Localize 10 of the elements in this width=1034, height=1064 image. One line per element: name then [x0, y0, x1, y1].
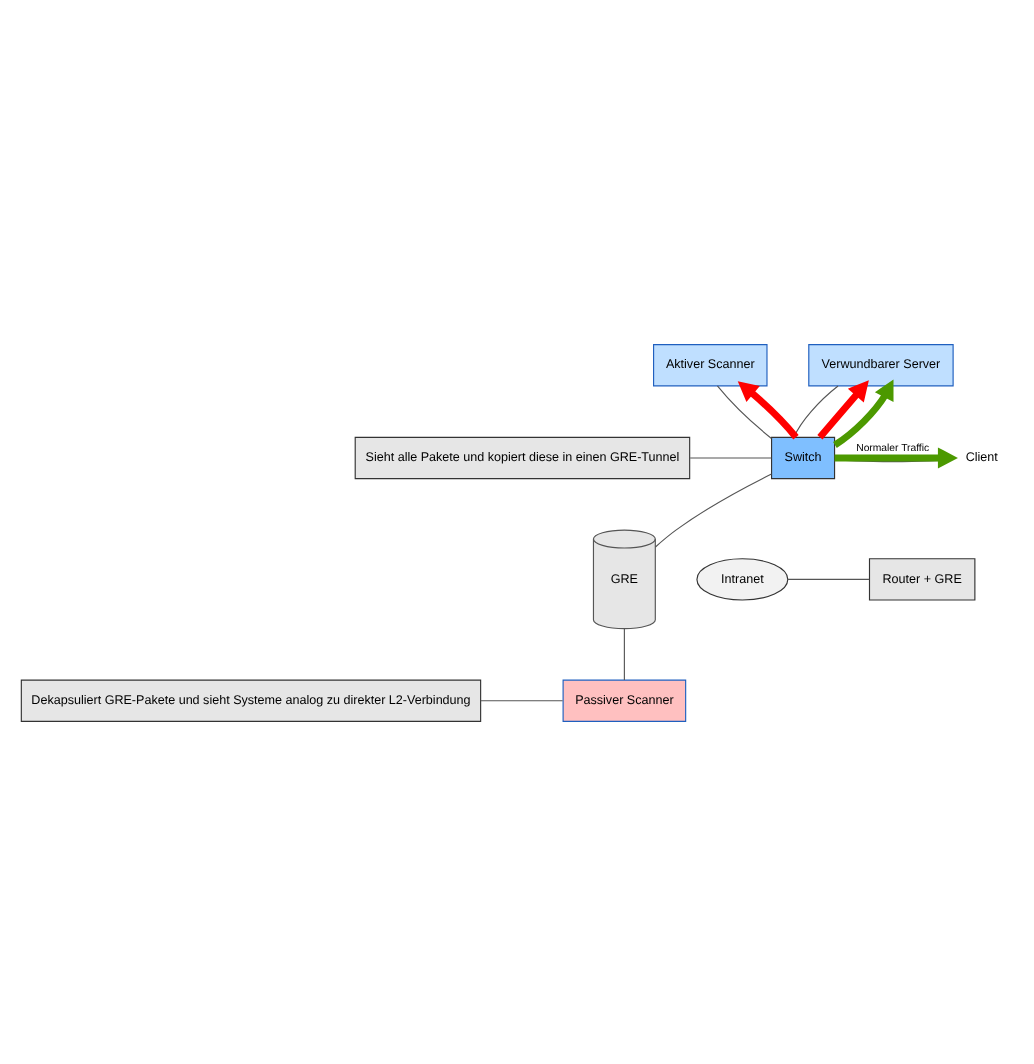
connector [623, 627, 625, 680]
connector [480, 699, 564, 701]
connector [716, 384, 773, 439]
connector [654, 472, 773, 547]
connector [793, 384, 839, 437]
arrow [737, 380, 799, 439]
connector [689, 456, 772, 458]
arrow [833, 378, 894, 447]
arrow [817, 379, 869, 439]
connector [787, 577, 870, 579]
